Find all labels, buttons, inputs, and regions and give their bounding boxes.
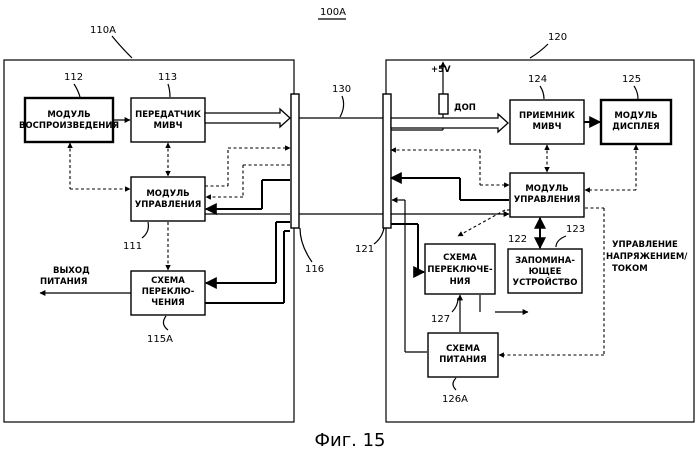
storage-ref: 123 <box>566 224 585 235</box>
source-control-label-line2: УПРАВЛЕНИЯ <box>135 200 202 210</box>
playback-module-ref: 112 <box>64 72 83 83</box>
transmitter-block <box>131 98 205 142</box>
transmitter-ref: 113 <box>158 72 177 83</box>
display-module-label-line1: МОДУЛЬ <box>614 111 657 121</box>
source-switching-label-line1: СХЕМА <box>151 276 185 286</box>
transmitter-label-line2: МИВЧ <box>154 121 183 131</box>
playback-module-block <box>25 98 113 142</box>
source-control-block <box>131 177 205 221</box>
source-connector <box>291 94 299 228</box>
power-output-label-line1: ВЫХОД <box>53 266 90 276</box>
source-switching-ref: 115A <box>147 334 173 345</box>
figure-caption: Фиг. 15 <box>315 430 386 451</box>
sink-switching-label-line3: НИЯ <box>450 277 471 287</box>
sink-control-label-line2: УПРАВЛЕНИЯ <box>514 195 581 205</box>
receiver-label-line1: ПРИЕМНИК <box>519 111 575 121</box>
sink-control-label-line1: МОДУЛЬ <box>525 184 568 194</box>
sink-control-ref: 122 <box>508 234 527 245</box>
power-circuit-label-line1: СХЕМА <box>446 344 480 354</box>
display-module-label-line2: ДИСПЛЕЯ <box>612 122 659 132</box>
playback-module-label-line1: МОДУЛЬ <box>47 110 90 120</box>
sink-switching-label-line1: СХЕМА <box>443 253 477 263</box>
power-circuit-ref: 126A <box>442 394 468 405</box>
power-output-label-line2: ПИТАНИЯ <box>40 277 87 287</box>
power-circuit-label-line2: ПИТАНИЯ <box>439 355 486 365</box>
source-switching-label-line2: ПЕРЕКЛЮ- <box>142 287 195 297</box>
cable-ref: 130 <box>332 84 351 95</box>
receiver-ref: 124 <box>528 74 547 85</box>
sink-switching-ref: 127 <box>431 314 450 325</box>
source-device-ref: 110A <box>90 25 116 36</box>
storage-label-line2: ЮЩЕЕ <box>529 267 562 277</box>
resistor-label: ДОП <box>454 103 476 113</box>
control-note-line3: ТОКОМ <box>612 264 648 274</box>
system-ref: 100A <box>320 7 346 18</box>
storage-label-line3: УСТРОЙСТВО <box>513 276 578 288</box>
tmds-arrow-sink <box>391 114 508 132</box>
source-connector-ref: 116 <box>305 264 324 275</box>
sink-connector-ref: 121 <box>355 244 374 255</box>
supply-label: +5V <box>431 65 451 75</box>
control-note-line1: УПРАВЛЕНИЕ <box>612 240 678 250</box>
source-control-label-line1: МОДУЛЬ <box>146 189 189 199</box>
sink-device-ref: 120 <box>548 32 567 43</box>
storage-label-line1: ЗАПОМИНА- <box>515 256 575 266</box>
playback-module-label-line2: ВОСПРОИЗВЕДЕНИЯ <box>19 121 119 131</box>
display-module-ref: 125 <box>622 74 641 85</box>
tmds-arrow-source <box>205 109 290 127</box>
resistor <box>439 94 448 114</box>
receiver-label-line2: МИВЧ <box>533 122 562 132</box>
source-switching-label-line3: ЧЕНИЯ <box>151 298 184 308</box>
source-control-ref: 111 <box>123 241 142 252</box>
transmitter-label-line1: ПЕРЕДАТЧИК <box>135 110 201 120</box>
sink-connector <box>383 94 391 228</box>
control-note-line2: НАПРЯЖЕНИЕМ/ <box>606 252 688 262</box>
sink-switching-label-line2: ПЕРЕКЛЮЧЕ- <box>427 265 493 275</box>
